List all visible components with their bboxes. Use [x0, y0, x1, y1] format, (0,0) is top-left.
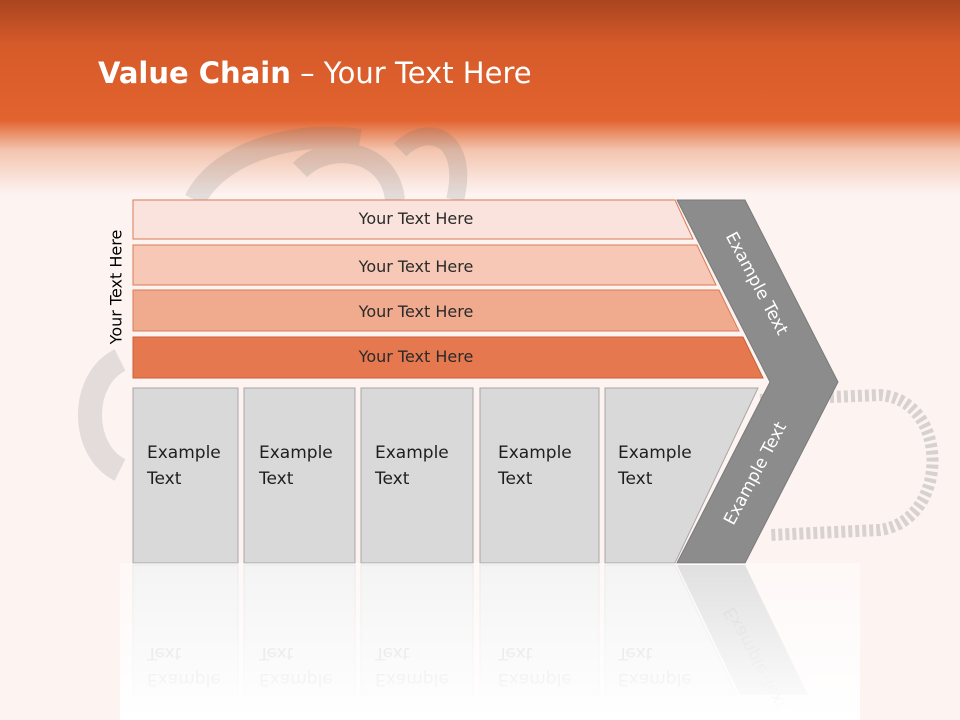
column-3-line1: Example [375, 443, 449, 463]
column-5-line1: Example [618, 443, 692, 463]
column-3 [360, 387, 474, 564]
column-4 [479, 387, 600, 564]
diagram-reflection: Example Text Example Text Example Text E… [120, 563, 860, 720]
band-2-label: Your Text Here [358, 257, 474, 276]
band-4 [132, 336, 764, 379]
column-3-line2: Text [374, 469, 410, 489]
column-4-line1: Example [498, 443, 572, 463]
header-band [0, 0, 960, 200]
slide-title: Value Chain – Your Text Here [98, 56, 532, 90]
band-2 [132, 244, 717, 286]
column-2-line2: Text [258, 469, 294, 489]
column-2-line1: Example [259, 443, 333, 463]
band-4-label: Your Text Here [358, 347, 474, 366]
column-1-line2: Text [146, 469, 182, 489]
band-3-label: Your Text Here [358, 302, 474, 321]
column-1-line1: Example [147, 443, 221, 463]
column-4-line2: Text [497, 469, 533, 489]
column-1 [132, 387, 239, 564]
column-5-line2: Text [617, 469, 653, 489]
band-1-label: Your Text Here [358, 209, 474, 228]
band-1 [132, 199, 694, 240]
column-2 [243, 387, 356, 564]
band-3 [132, 289, 740, 332]
